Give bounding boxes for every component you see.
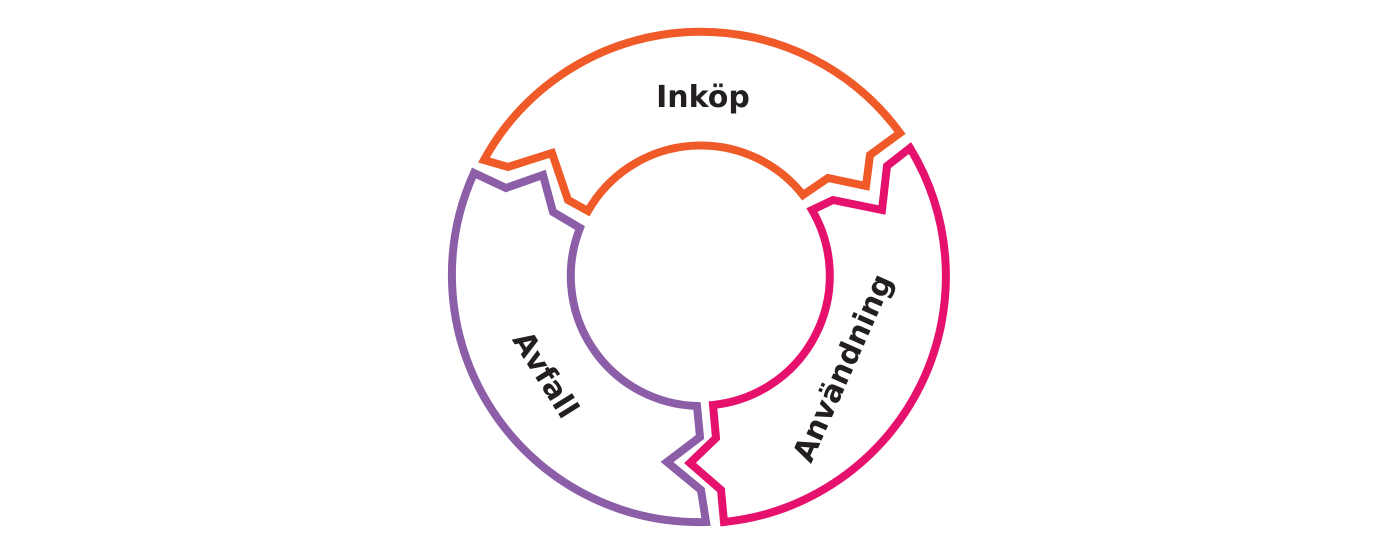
- segment-inkop: [478, 27, 906, 217]
- segment-anvandning: [684, 142, 950, 527]
- label-inkop: Inköp: [656, 80, 750, 115]
- segment-avfall: [447, 167, 711, 527]
